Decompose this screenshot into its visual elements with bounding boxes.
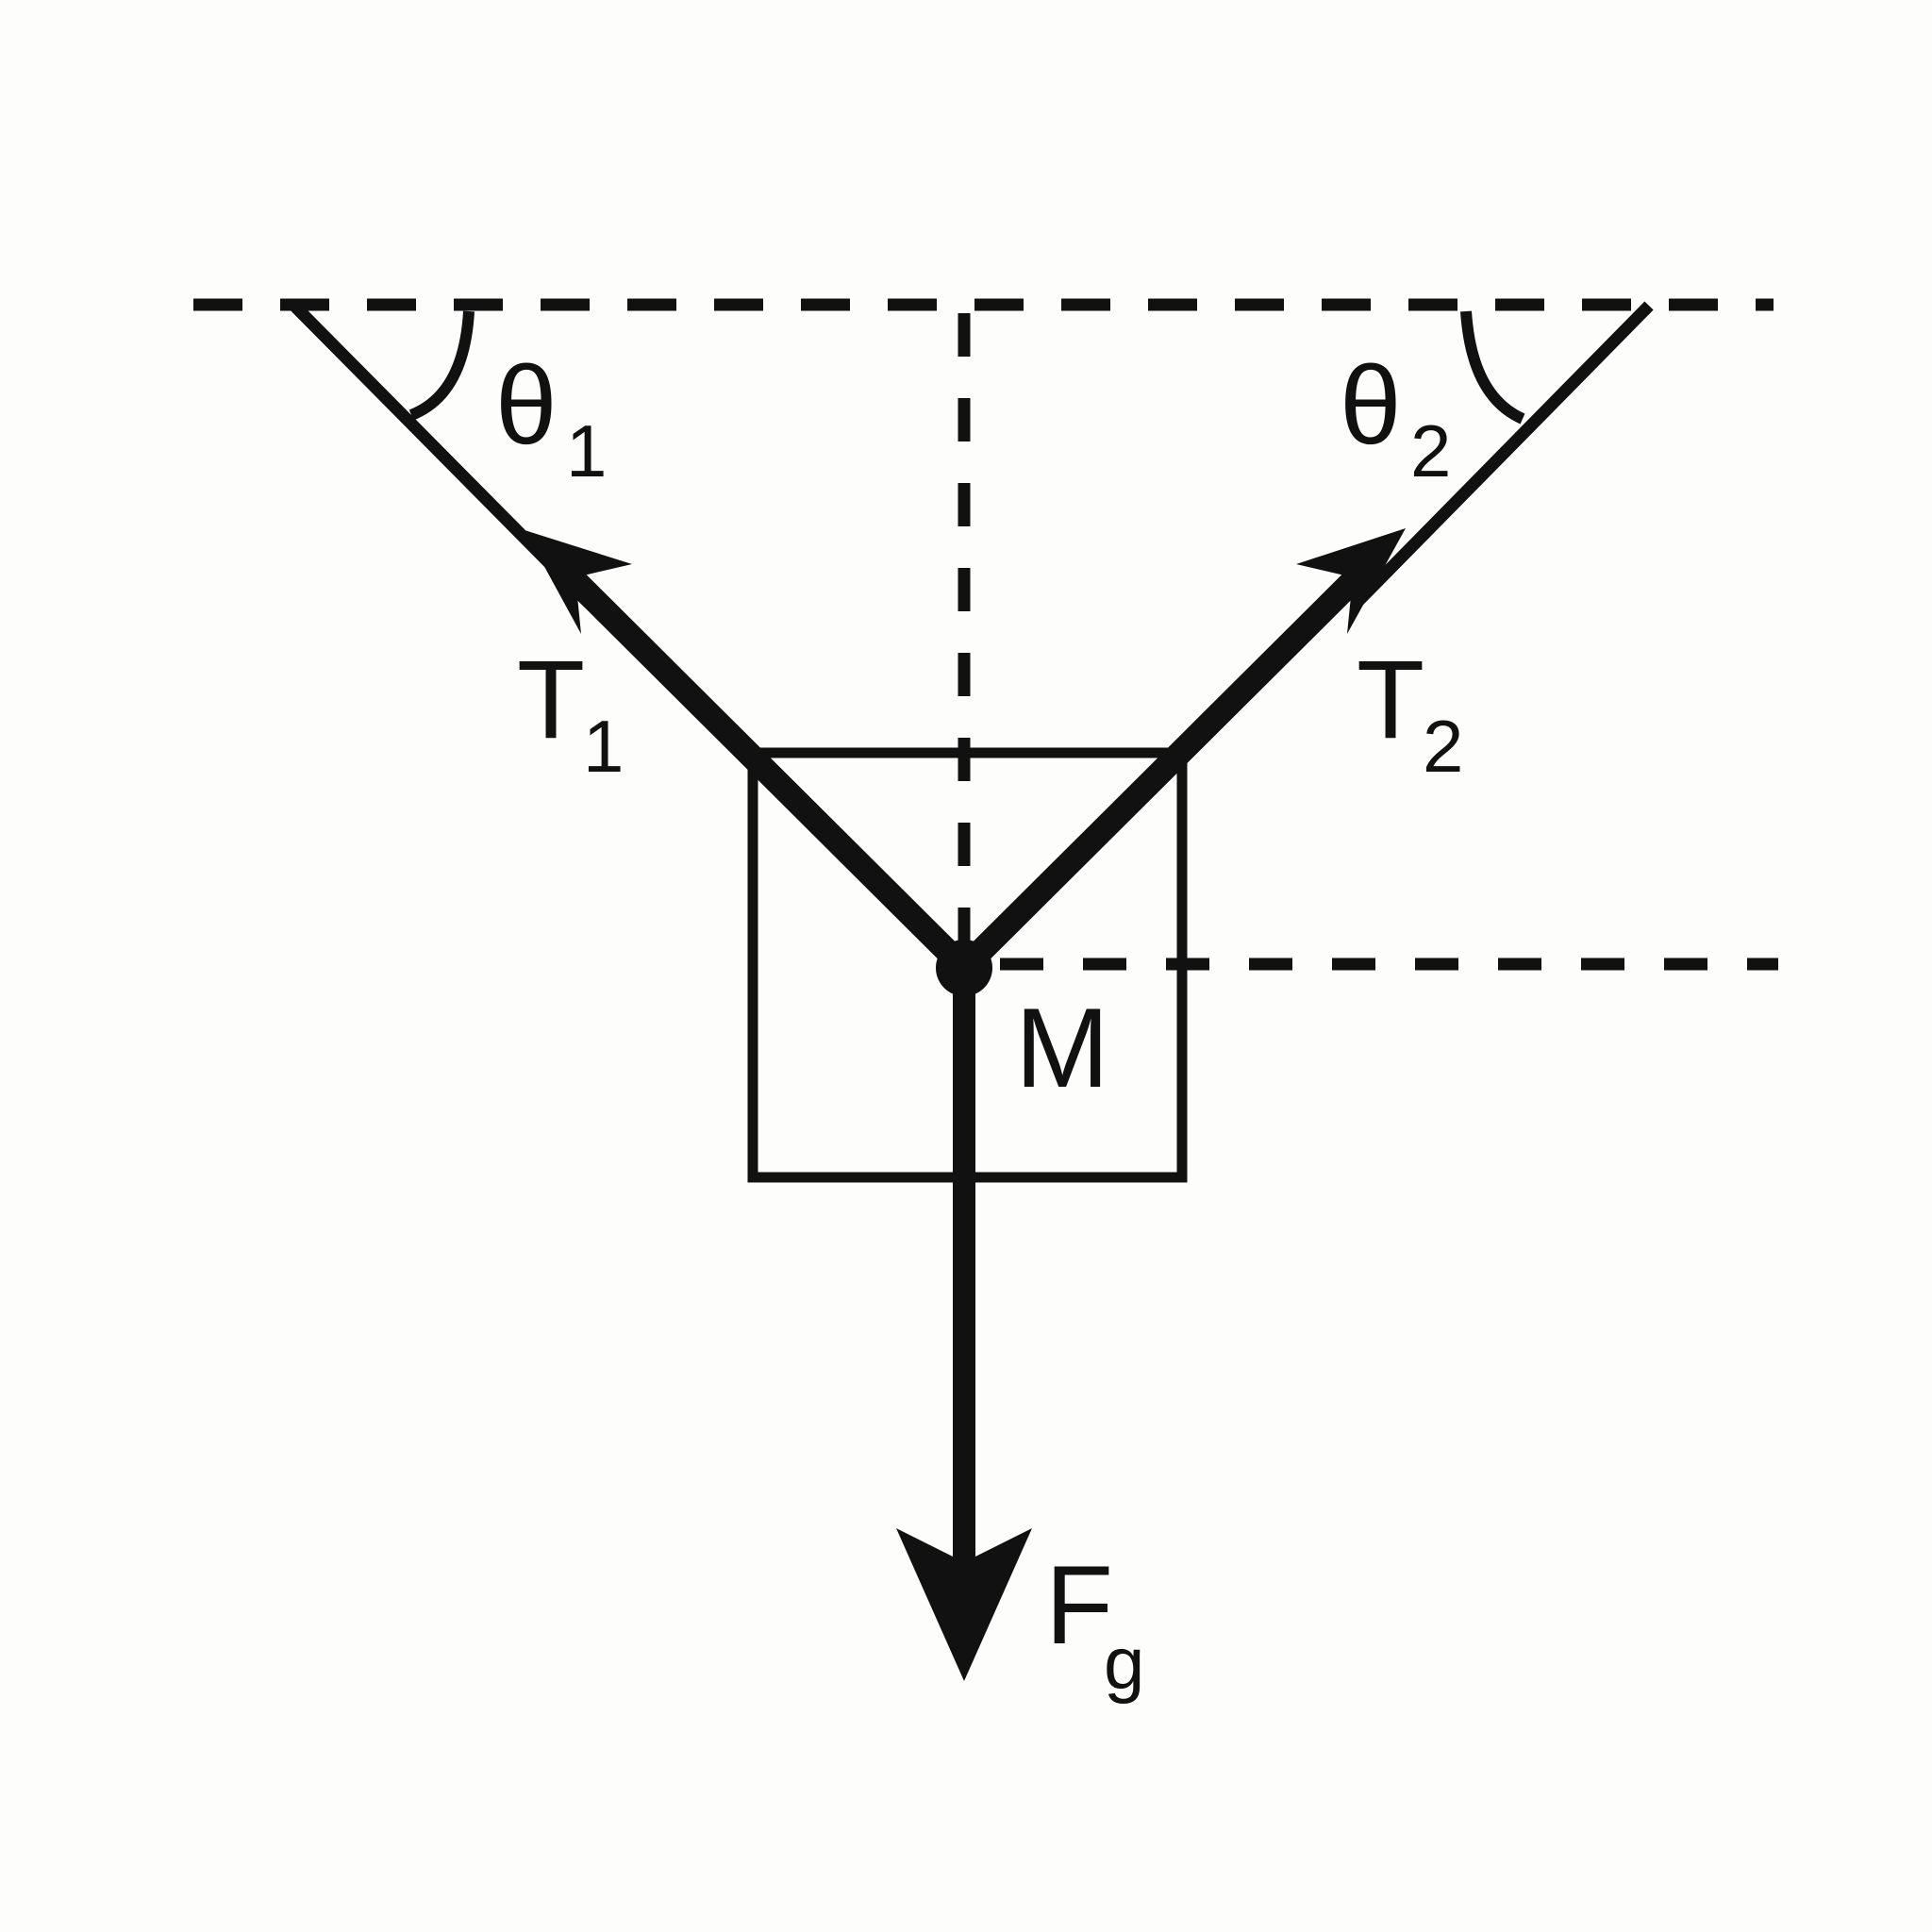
gravity-label: F [1045, 1543, 1113, 1668]
tension-left-shaft [547, 553, 970, 974]
mass-label: M [1015, 985, 1109, 1111]
theta2-subscript: 2 [1410, 409, 1451, 492]
right-string-line [1354, 301, 1654, 606]
tension1-label: T [517, 638, 585, 762]
theta1-subscript: 1 [566, 409, 607, 492]
junction-node-dot [936, 940, 992, 996]
tension1-subscript: 1 [583, 705, 624, 788]
tension-right-shaft [958, 555, 1379, 974]
theta1-label: θ [495, 343, 558, 468]
tension2-label: T [1357, 638, 1424, 762]
theta2-label: θ [1340, 343, 1402, 468]
gravity-subscript: g [1104, 1622, 1144, 1705]
tension-left-arrowhead [525, 530, 632, 634]
tension-right-arrowhead [1296, 528, 1406, 634]
angle-arc-theta1 [408, 310, 475, 421]
angle-arc-theta2 [1460, 310, 1525, 425]
tension2-subscript: 2 [1423, 705, 1463, 788]
weight-arrowhead [896, 1528, 1032, 1681]
